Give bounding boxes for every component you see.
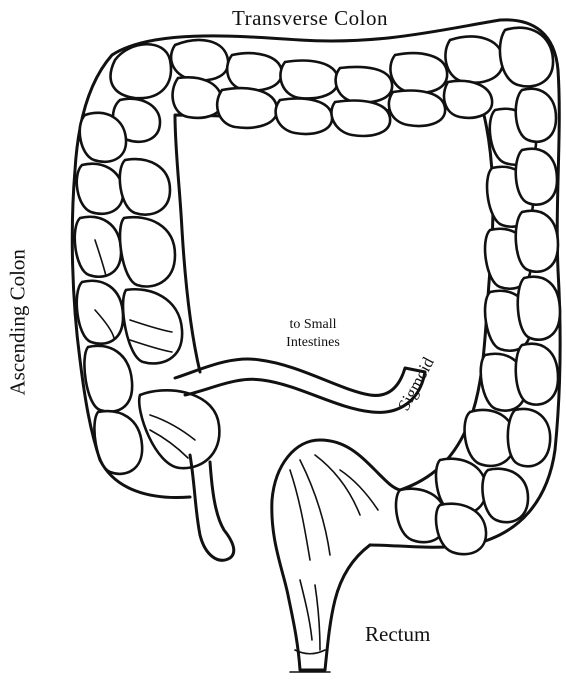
transverse-colon-label: Transverse Colon: [232, 6, 388, 31]
ascending-colon: [75, 113, 220, 474]
small-intestine-label-line2: Intestines: [258, 334, 368, 352]
ascending-colon-label: Ascending Colon: [6, 256, 31, 396]
small-intestine-label-line1: to Small: [258, 316, 368, 334]
colon-inner-outline: [175, 100, 493, 490]
rectum-label: Rectum: [365, 622, 430, 647]
small-intestine-label: to Small Intestines: [258, 316, 368, 352]
descending-colon: [465, 89, 560, 467]
small-intestine-tube: [175, 359, 425, 412]
sigmoid-colon: [396, 459, 528, 554]
appendix: [190, 455, 234, 560]
